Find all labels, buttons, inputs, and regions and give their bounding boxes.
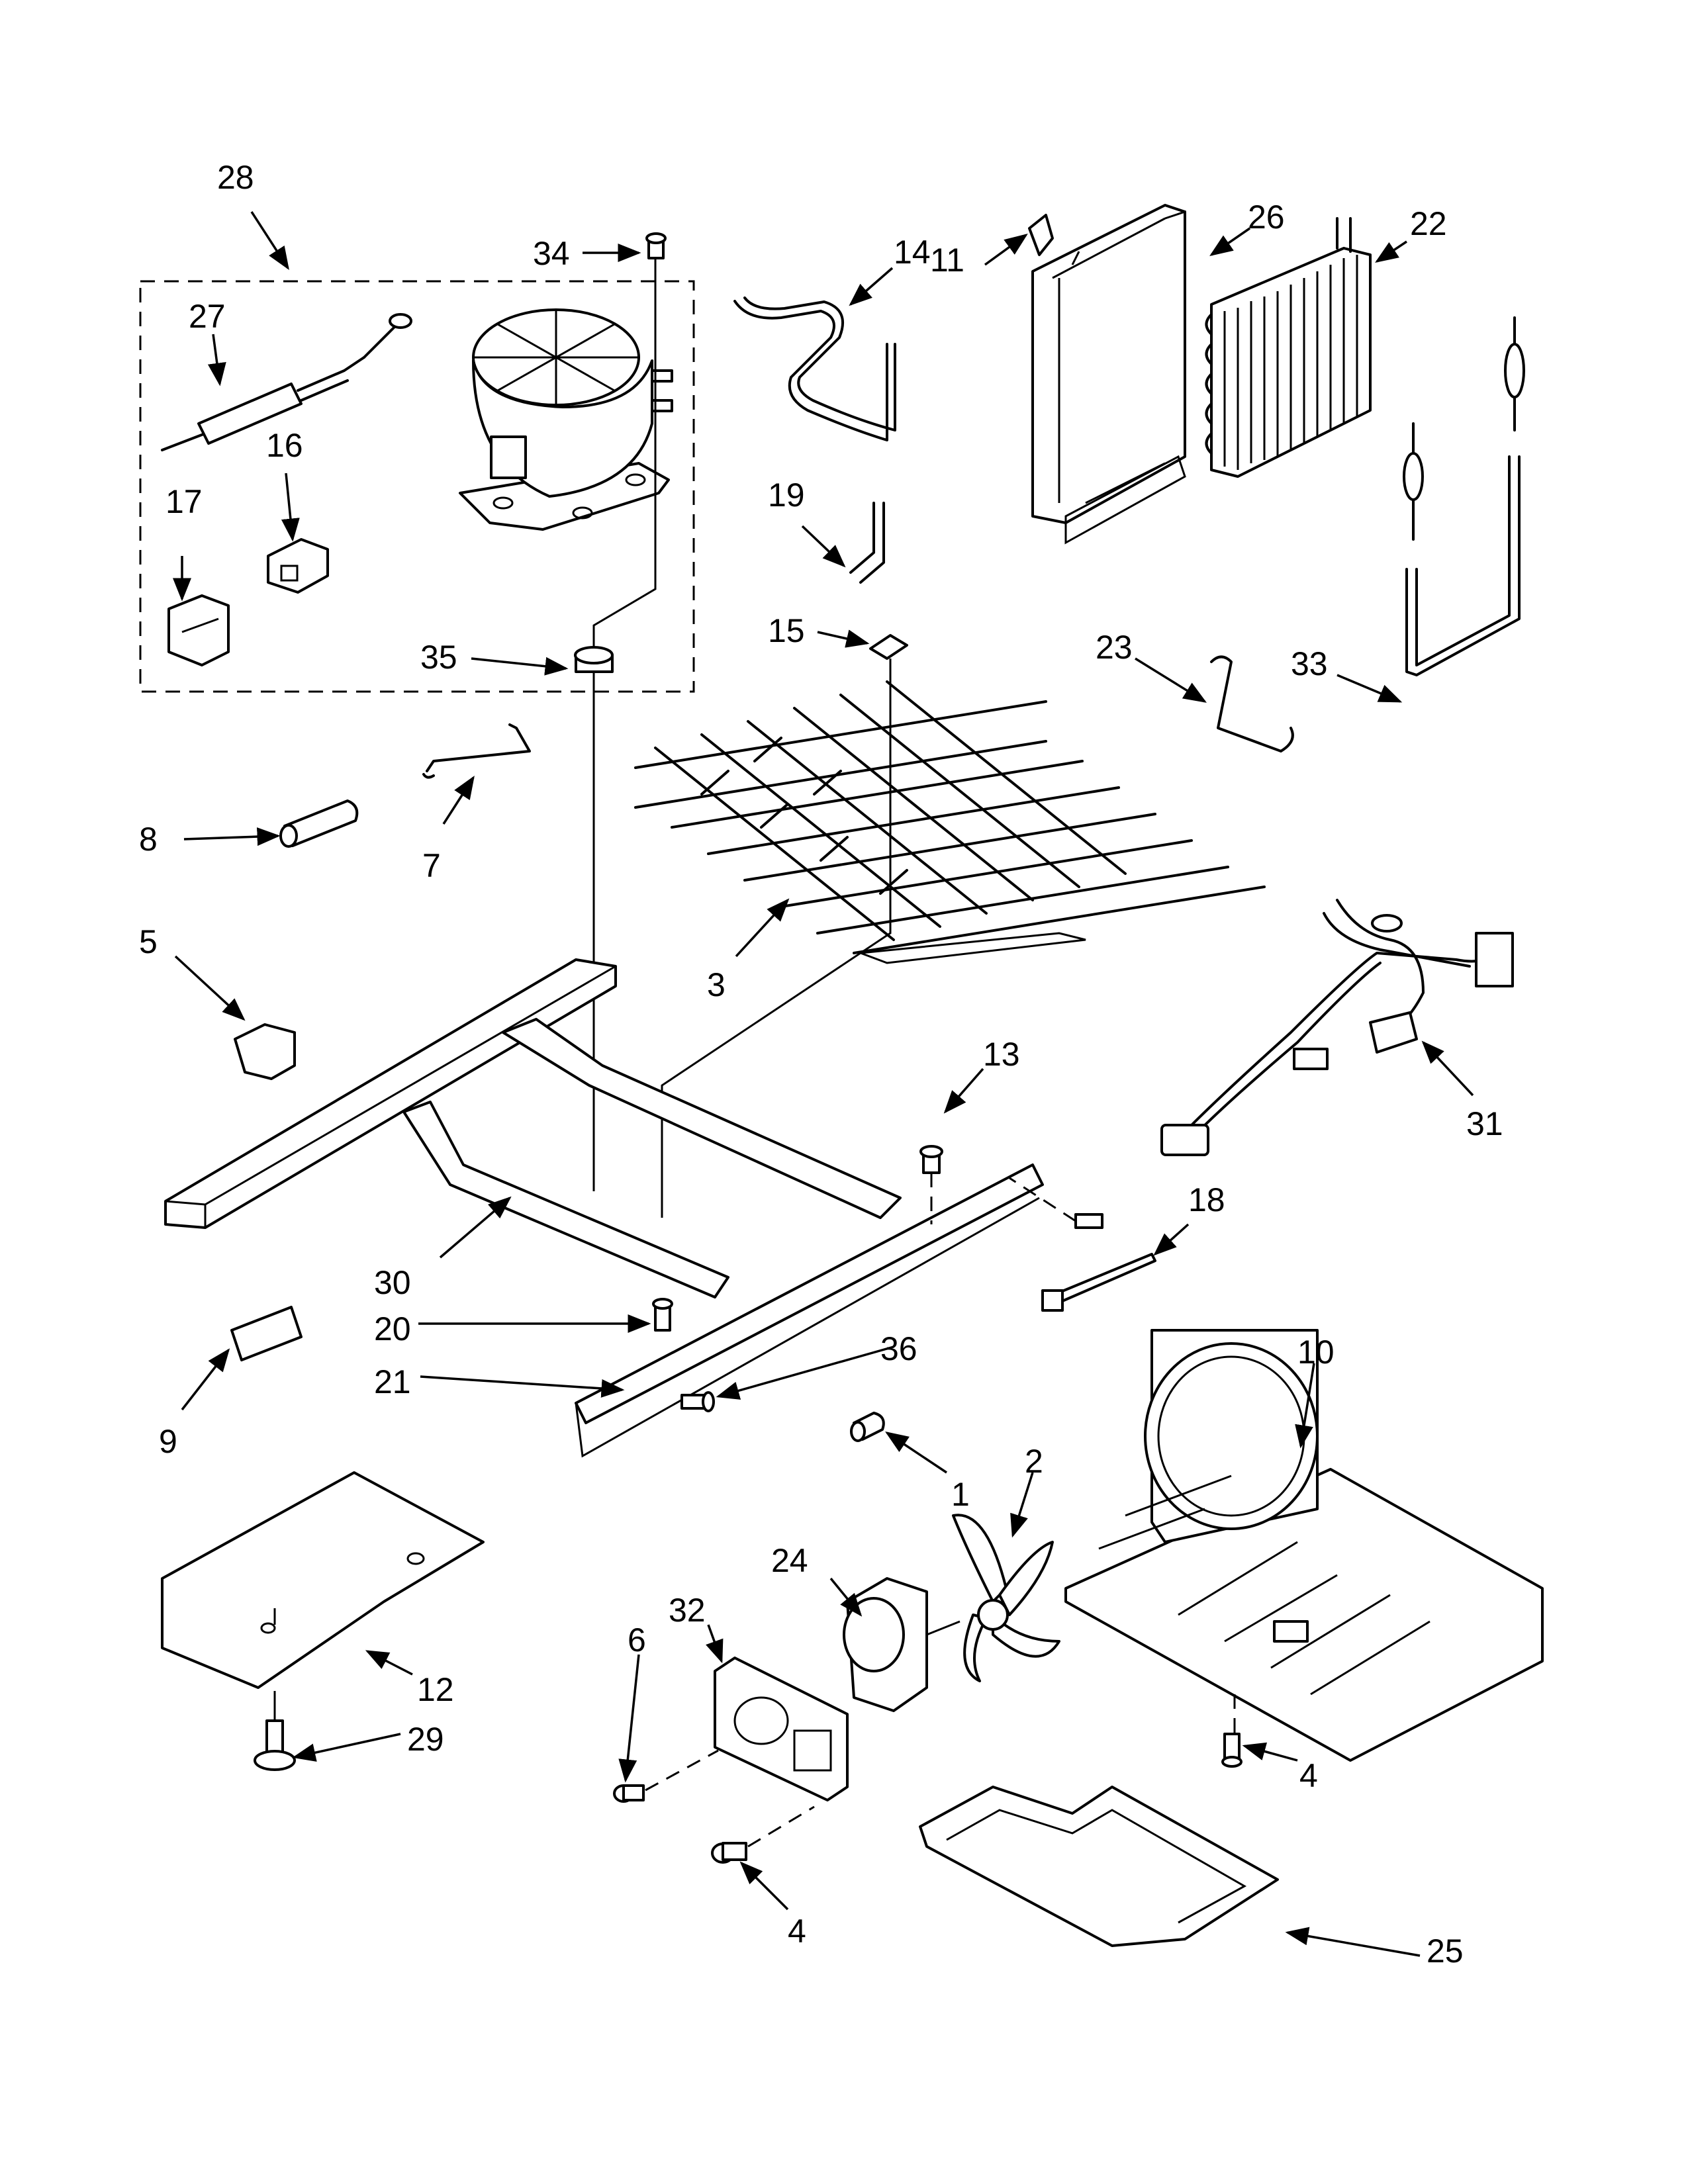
screw — [613, 1749, 719, 1803]
leveling-leg — [254, 1719, 296, 1771]
callout-29: 29 — [407, 1721, 444, 1758]
screw — [1221, 1733, 1243, 1768]
callout-8: 8 — [139, 821, 158, 858]
callout-14: 14 — [894, 234, 931, 271]
callout-20: 20 — [374, 1310, 411, 1347]
callout-17: 17 — [165, 483, 203, 520]
mounting-bracket — [234, 1023, 296, 1080]
callout-4-right: 4 — [1299, 1757, 1318, 1794]
condenser-fan-motor — [843, 1577, 961, 1712]
screw — [711, 1805, 815, 1864]
screw — [652, 1298, 673, 1332]
callout-15: 15 — [768, 612, 805, 649]
compressor-kit-box — [139, 280, 695, 693]
fan-blade — [952, 1514, 1060, 1682]
callout-10: 10 — [1297, 1334, 1335, 1371]
callout-1: 1 — [951, 1476, 970, 1513]
grommet — [850, 1412, 885, 1442]
callout-4-left: 4 — [788, 1913, 806, 1950]
callout-36: 36 — [880, 1330, 917, 1367]
callout-27: 27 — [189, 298, 226, 335]
callout-22: 22 — [1410, 205, 1447, 242]
adhesive-pad — [230, 1306, 303, 1361]
callout-30: 30 — [374, 1264, 411, 1301]
callout-28: 28 — [217, 159, 254, 196]
mounting-rail — [164, 958, 1044, 1458]
screw — [680, 1177, 1103, 1412]
callout-2: 2 — [1025, 1443, 1043, 1480]
screw — [919, 1145, 943, 1224]
thermal-overload — [161, 313, 412, 451]
capacitor-clip — [167, 594, 230, 666]
callout-13: 13 — [983, 1036, 1020, 1073]
relay — [267, 538, 329, 594]
callout-26: 26 — [1248, 199, 1285, 236]
condenser-cover — [1031, 204, 1186, 545]
base-pan — [1064, 1329, 1544, 1762]
callout-12: 12 — [417, 1671, 454, 1708]
grommet — [574, 255, 657, 1191]
callout-33: 33 — [1291, 645, 1328, 682]
condenser-coil — [634, 680, 1266, 964]
wire-bracket — [1210, 655, 1294, 752]
callout-18: 18 — [1188, 1181, 1225, 1218]
callout-34: 34 — [533, 235, 570, 272]
callout-25: 25 — [1427, 1933, 1464, 1970]
callout-11: 11 — [930, 242, 964, 279]
drain-pan — [919, 1786, 1279, 1947]
drier-plug — [279, 799, 359, 848]
callout-21: 21 — [374, 1363, 411, 1400]
callout-31: 31 — [1466, 1105, 1503, 1142]
motor-bracket — [714, 1657, 849, 1801]
callout-6: 6 — [628, 1621, 646, 1659]
callout-23: 23 — [1096, 629, 1133, 666]
evaporator — [1205, 217, 1372, 478]
leader-lines — [173, 211, 1474, 1957]
callout-24: 24 — [771, 1542, 808, 1579]
callout-19: 19 — [768, 477, 805, 514]
screw — [645, 232, 667, 259]
discharge-tube — [849, 502, 885, 584]
callout-16: 16 — [266, 427, 303, 464]
callout-9: 9 — [159, 1423, 177, 1460]
wiring-harness — [1160, 899, 1514, 1156]
callout-3: 3 — [707, 966, 726, 1003]
callout-32: 32 — [669, 1592, 706, 1629]
callout-labels: 28 34 14 11 26 22 27 16 17 19 35 15 23 3… — [139, 159, 1503, 1970]
cable-tie — [1041, 1253, 1156, 1312]
suction-tube — [733, 300, 888, 441]
hinge-cover — [1028, 214, 1054, 256]
filter-drier — [1403, 316, 1525, 676]
callout-5: 5 — [139, 923, 158, 960]
wire-retainer — [422, 723, 531, 779]
callout-7: 7 — [422, 847, 441, 884]
tube-clip — [869, 634, 908, 660]
callout-35: 35 — [420, 639, 457, 676]
compressor — [459, 308, 673, 531]
